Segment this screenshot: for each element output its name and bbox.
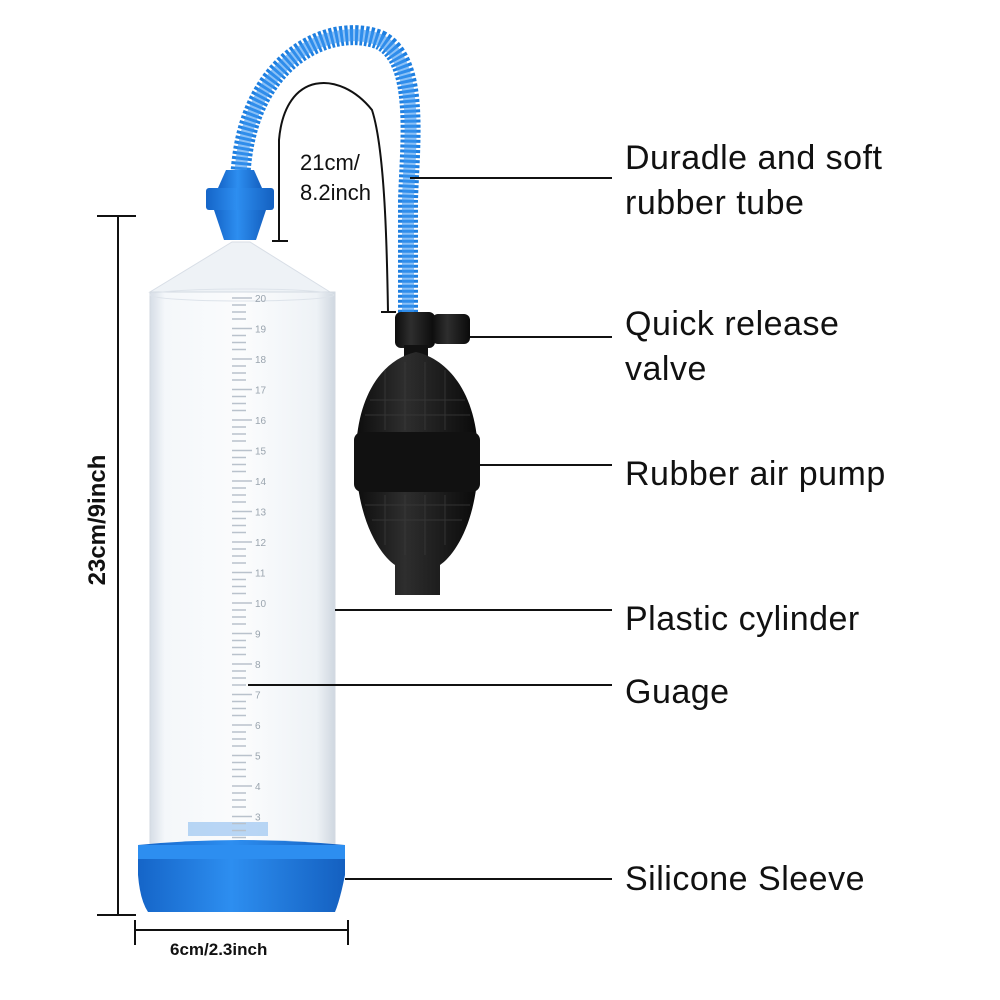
silicone-sleeve [138, 840, 345, 912]
gauge-number: 6 [255, 721, 261, 732]
rubber-air-pump [354, 352, 480, 595]
label-valve: Quick release valve [625, 305, 840, 388]
label-pump: Rubber air pump [625, 455, 886, 493]
height-dimension [97, 215, 136, 916]
tube-length-dimension [278, 81, 389, 313]
gauge-number: 9 [255, 630, 261, 641]
gauge-number: 17 [255, 386, 267, 397]
gauge-number: 11 [255, 569, 266, 580]
width-dimension [134, 920, 349, 945]
gauge-number: 5 [255, 752, 261, 763]
gauge-number: 13 [255, 508, 267, 519]
gauge-number: 14 [255, 477, 267, 488]
label-cylinder: Plastic cylinder [625, 600, 860, 638]
gauge-number: 20 [255, 294, 267, 305]
gauge-number: 12 [255, 538, 267, 549]
leader-lines [248, 177, 612, 880]
gauge-number: 10 [255, 599, 267, 610]
label-gauge: Guage [625, 673, 730, 711]
gauge-number: 4 [255, 782, 261, 793]
gauge-number: 19 [255, 325, 267, 336]
gauge-number: 16 [255, 416, 267, 427]
gauge-number: 7 [255, 691, 261, 702]
gauge-scale: 20 19 18 17 16 15 14 13 12 11 10 9 8 7 6 5 4 3 [232, 294, 267, 839]
plastic-cylinder [148, 241, 336, 853]
gauge-number: 18 [255, 355, 267, 366]
tube-connector [206, 170, 274, 240]
tube-length-label: 21cm/ 8.2inch [300, 150, 371, 205]
gauge-number: 8 [255, 660, 261, 671]
label-tube: Duradle and soft rubber tube [625, 139, 883, 222]
gauge-number: 15 [255, 447, 267, 458]
gauge-number: 3 [255, 813, 261, 824]
height-label: 23cm/9inch [84, 454, 111, 586]
width-label: 6cm/2.3inch [170, 940, 268, 959]
label-sleeve: Silicone Sleeve [625, 860, 865, 898]
quick-release-valve [395, 312, 470, 357]
